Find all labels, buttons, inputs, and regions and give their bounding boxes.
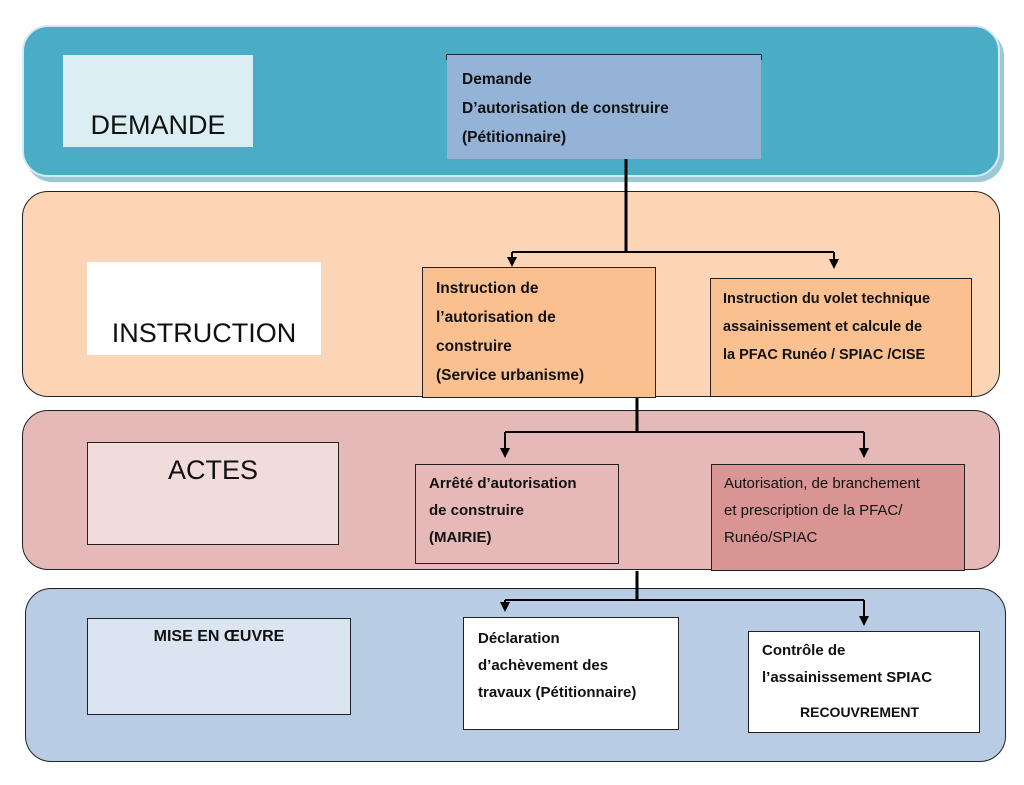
box-arrete-line: Arrêté d’autorisation [429,475,577,492]
phase-label-demande-text: DEMANDE [90,110,226,140]
box-instruction-urbanisme-line: (Service urbanisme) [436,367,585,384]
phase-label-actes-text: ACTES [167,455,259,485]
box-demande-line: D’autorisation de construire [462,100,669,117]
box-autorisation-line: et prescription de la PFAC/ [724,502,903,519]
box-instruction-urbanisme-line: Instruction de [436,280,539,297]
box-instruction-technique: Instruction du volet technique assainiss… [710,278,972,397]
phase-label-mise-en-oeuvre-text: MISE EN ŒUVRE [153,628,285,645]
box-autorisation-branchement: Autorisation, de branchement et prescrip… [711,464,965,571]
box-declaration-line: travaux (Pétitionnaire) [478,684,637,701]
phase-label-demande: DEMANDE [63,55,253,147]
box-autorisation-line: Runéo/SPIAC [724,529,818,546]
box-controle-line: l’assainissement SPIAC [762,669,933,686]
box-instruction-technique-line: assainissement et calcule de [723,319,923,335]
phase-label-actes: ACTES [87,442,339,545]
box-instruction-urbanisme: Instruction de l’autorisation de constru… [422,267,656,398]
recouvrement-label: RECOUVREMENT [800,704,920,720]
box-demande-line: (Pétitionnaire) [462,129,567,146]
box-declaration-line: d’achèvement des [478,657,609,674]
phase-label-instruction-text: INSTRUCTION [111,318,297,348]
box-controle-line: Contrôle de [762,642,846,659]
box-autorisation-line: Autorisation, de branchement [724,475,920,492]
box-demande-autorisation: Demande D’autorisation de construire (Pé… [447,55,761,159]
box-arrete-autorisation: Arrêté d’autorisation de construire (MAI… [415,464,619,564]
box-instruction-technique-line: Instruction du volet technique [723,291,931,307]
phase-label-instruction: INSTRUCTION [87,262,321,355]
box-instruction-urbanisme-line: construire [436,338,512,355]
phase-label-mise-en-oeuvre: MISE EN ŒUVRE [87,618,351,715]
box-arrete-line: de construire [429,502,525,519]
box-controle-assainissement: Contrôle de l’assainissement SPIAC RECOU… [748,631,980,733]
box-instruction-urbanisme-line: l’autorisation de [436,309,556,326]
box-arrete-line: (MAIRIE) [429,529,492,546]
box-declaration-line: Déclaration [478,630,560,647]
box-instruction-technique-line: la PFAC Runéo / SPIAC /CISE [723,347,926,363]
box-declaration-achevement: Déclaration d’achèvement des travaux (Pé… [463,617,679,730]
box-demande-line: Demande [462,71,532,88]
